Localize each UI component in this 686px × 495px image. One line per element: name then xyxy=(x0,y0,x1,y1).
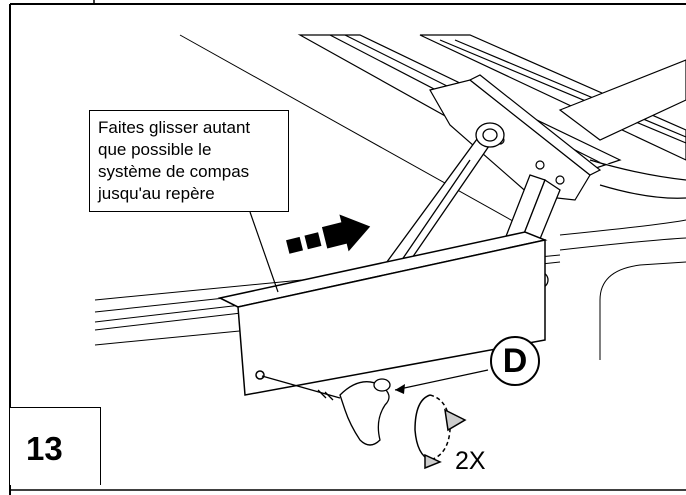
part-label: D xyxy=(502,342,528,380)
quantity-label: 2X xyxy=(455,447,486,475)
instruction-line: jusqu'au repère xyxy=(98,184,215,203)
step-number: 13 xyxy=(26,430,63,467)
part-label-circle xyxy=(490,336,540,386)
part-leader xyxy=(394,369,489,391)
pivot-mount xyxy=(429,74,602,201)
instruction-line: système de compas xyxy=(98,162,250,181)
knob-screw xyxy=(261,375,391,446)
instruction-callout: Faites glisser autant que possible le sy… xyxy=(89,110,289,212)
instruction-line: Faites glisser autant xyxy=(98,118,251,137)
rotate-clockwise-icon xyxy=(414,394,467,470)
slide-direction-arrow xyxy=(286,214,371,254)
callout-leader xyxy=(249,211,279,293)
instruction-line: que possible le xyxy=(98,140,212,159)
sliding-bracket xyxy=(217,231,548,396)
step-number-box xyxy=(10,407,101,485)
